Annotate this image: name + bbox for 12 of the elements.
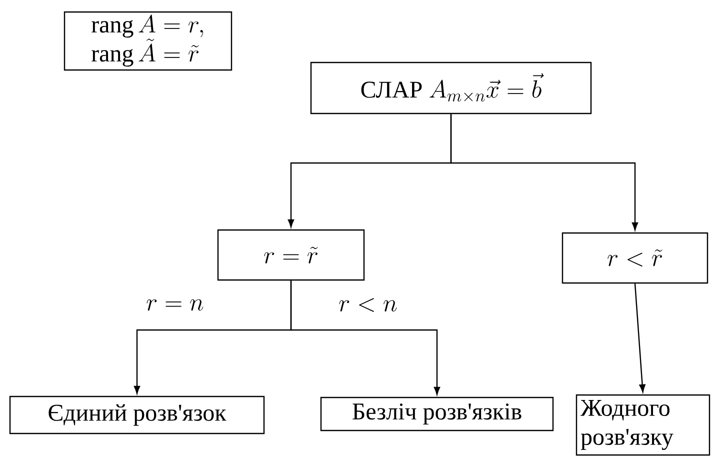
arrow <box>290 280 440 395</box>
condition-box: $\mathrm{rang}\, A = r,$ $\mathrm{rang}\, \tilde{A} = \tilde{r}$ <box>64 11 232 71</box>
condition-box: $r < \tilde{r}$ <box>562 232 708 284</box>
condition-box: $\text{СЛАР } A_{m\times n}\vec{x} = \vec{b}$ <box>310 62 592 114</box>
condition-box: $r = \tilde{r}$ <box>217 229 365 281</box>
result-box: Безліч розв'язків <box>320 396 554 432</box>
arrow <box>450 114 638 230</box>
result-box: Жодного розв'язку <box>576 394 710 456</box>
edge-label: $r = n$ <box>145 298 205 312</box>
arrow <box>634 284 646 392</box>
result-box: Єдиний розв'язок <box>9 396 265 434</box>
edge-label: $r < n$ <box>338 297 398 313</box>
